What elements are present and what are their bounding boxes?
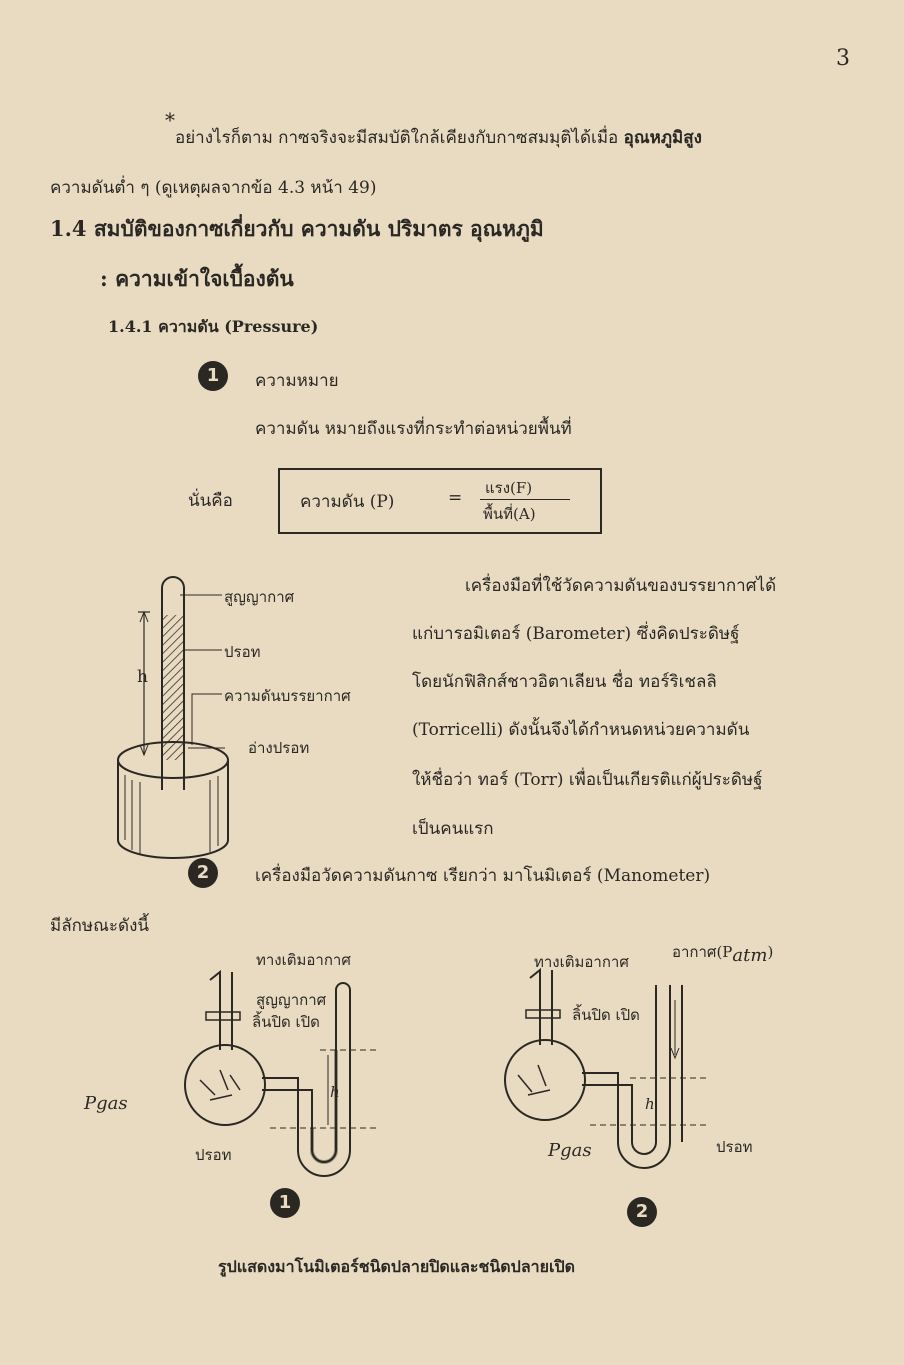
barometer-text-6: เป็นคนแรก (412, 819, 494, 839)
footnote-line1: อย่างไรก็ตาม กาซจริงจะมีสมบัติใกล้เคียงก… (175, 124, 702, 151)
barometer-text-5: ให้ชื่อว่า ทอร์ (Torr) เพื่อเป็นเกียรติแ… (412, 770, 763, 790)
fraction-bar (480, 499, 570, 500)
m2-air-close: ) (767, 943, 774, 961)
item-number-1: 1 (198, 361, 228, 391)
item2-heading: เครื่องมือวัดความดันกาซ เรียกว่า มาโนมิเ… (255, 866, 711, 886)
m2-label-mercury: ปรอท (716, 1138, 753, 1156)
m1-label-h: h (330, 1083, 340, 1101)
formula-box: ความดัน (P) = แรง(F) พื้นที่(A) (278, 468, 602, 534)
barometer-text-3: โดยนักฟิสิกส์ชาวอิตาเลียน ชื่อ ทอร์ริเชล… (412, 672, 717, 692)
manometer-open-diagram (504, 967, 710, 1169)
footnote-marker: * (165, 108, 175, 132)
m1-label-vacuum: สูญญากาศ (256, 991, 327, 1009)
formula-denominator: พื้นที่(A) (483, 505, 536, 523)
formula-numerator: แรง(F) (485, 479, 533, 497)
label-mercury: ปรอท (224, 643, 261, 661)
page-number: 3 (836, 46, 850, 71)
m2-label-h: h (645, 1095, 655, 1113)
manometer-number-2: 2 (627, 1197, 657, 1227)
label-mercury-dish: อ่างปรอท (248, 739, 310, 757)
footnote-bold: อุณหภูมิสูง (623, 128, 702, 148)
label-vacuum: สูญญากาศ (224, 588, 295, 606)
formula-equals: = (448, 488, 463, 508)
definition: ความดัน หมายถึงแรงที่กระทำต่อหน่วยพื้นที… (255, 419, 572, 439)
label-atm-pressure: ความดันบรรยากาศ (224, 687, 351, 705)
footnote-text: อย่างไรก็ตาม กาซจริงจะมีสมบัติใกล้เคียงก… (175, 128, 619, 148)
m2-label-pgas: Pgas (548, 1140, 592, 1161)
manometer-number-1: 1 (270, 1188, 300, 1218)
features-label: มีลักษณะดังนี้ (50, 916, 149, 936)
that-is-label: นั่นคือ (188, 491, 233, 511)
barometer-diagram (117, 576, 229, 859)
section-title-cont: : ความเข้าใจเบื้องต้น (100, 266, 294, 291)
manometer-closed-diagram (184, 969, 380, 1177)
item-number-2: 2 (188, 858, 218, 888)
item1-heading: ความหมาย (255, 371, 339, 391)
m1-label-valve: ลิ้นปิด เปิด (252, 1013, 320, 1031)
m1-label-inlet: ทางเติมอากาศ (256, 951, 351, 969)
barometer-text-4: (Torricelli) ดังนั้นจึงได้กำหนดหน่วยความ… (412, 720, 750, 740)
barometer-h-label: h (137, 667, 148, 687)
formula-lhs: ความดัน (P) (300, 492, 395, 512)
m1-label-mercury: ปรอท (195, 1146, 232, 1164)
barometer-text-2: แก่บารอมิเตอร์ (Barometer) ซึ่งคิดประดิษ… (412, 624, 740, 644)
m2-label-inlet: ทางเติมอากาศ (534, 953, 629, 971)
m2-label-air: อากาศ(Patm) (672, 940, 773, 966)
m2-atm-subscript: atm (732, 945, 768, 966)
subsection-title: 1.4.1 ความดัน (Pressure) (108, 317, 319, 336)
m2-label-valve: ลิ้นปิด เปิด (572, 1006, 640, 1024)
m1-label-pgas: Pgas (84, 1093, 128, 1114)
section-title: 1.4 สมบัติของกาซเกี่ยวกับ ความดัน ปริมาต… (50, 216, 544, 241)
figure-caption: รูปแสดงมาโนมิเตอร์ชนิดปลายปิดและชนิดปลาย… (218, 1257, 575, 1276)
footnote-line2: ความดันต่ำ ๆ (ดูเหตุผลจากข้อ 4.3 หน้า 49… (50, 178, 377, 198)
m2-air-text: อากาศ(P (672, 943, 733, 961)
barometer-text-1: เครื่องมือที่ใช้วัดความดันของบรรยากาศได้ (465, 576, 777, 596)
